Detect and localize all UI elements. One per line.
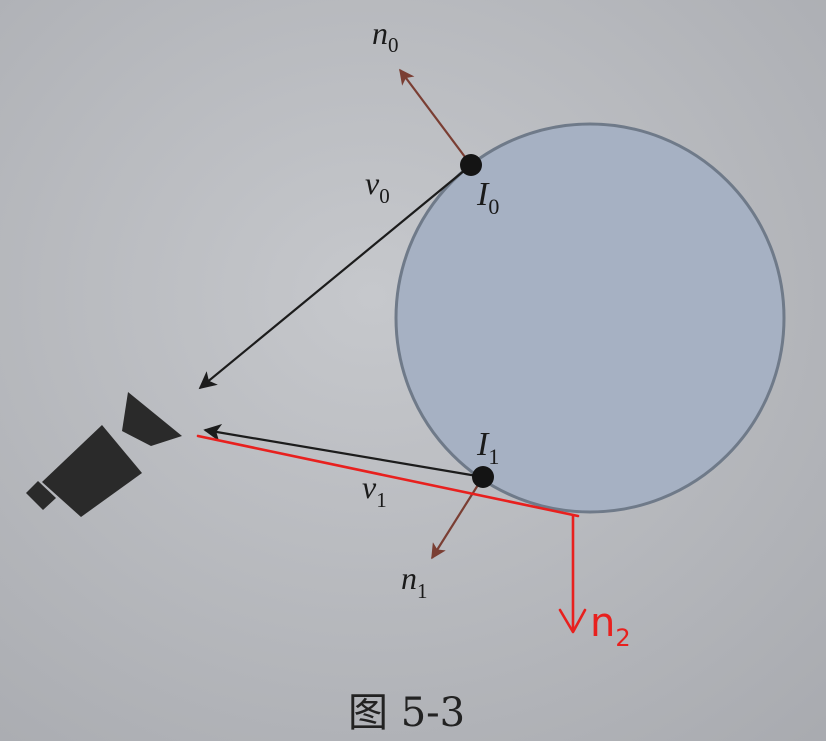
red-annotation (196, 434, 587, 634)
view-vector-v1-arrow (203, 423, 484, 479)
view-vector-v0-arrow (198, 164, 472, 390)
normal-n0-arrow (399, 68, 472, 166)
intersection-point-I1 (472, 466, 494, 488)
normal-n1-arrow (431, 476, 484, 560)
label-I1: I1 (476, 426, 499, 469)
label-v0: v0 (365, 165, 390, 208)
red-n2-arrowhead (558, 608, 587, 634)
label-n1: n1 (401, 560, 428, 603)
red-tangent-line (196, 434, 580, 518)
label-n0: n0 (372, 15, 399, 57)
label-v1: v1 (362, 469, 387, 512)
label-n2: n2 (590, 600, 631, 652)
figure-caption: 图 5-3 (348, 690, 465, 736)
camera-icon (26, 392, 182, 517)
label-I0: I0 (476, 176, 499, 219)
intersection-point-I0 (460, 154, 482, 176)
sphere (394, 122, 786, 514)
